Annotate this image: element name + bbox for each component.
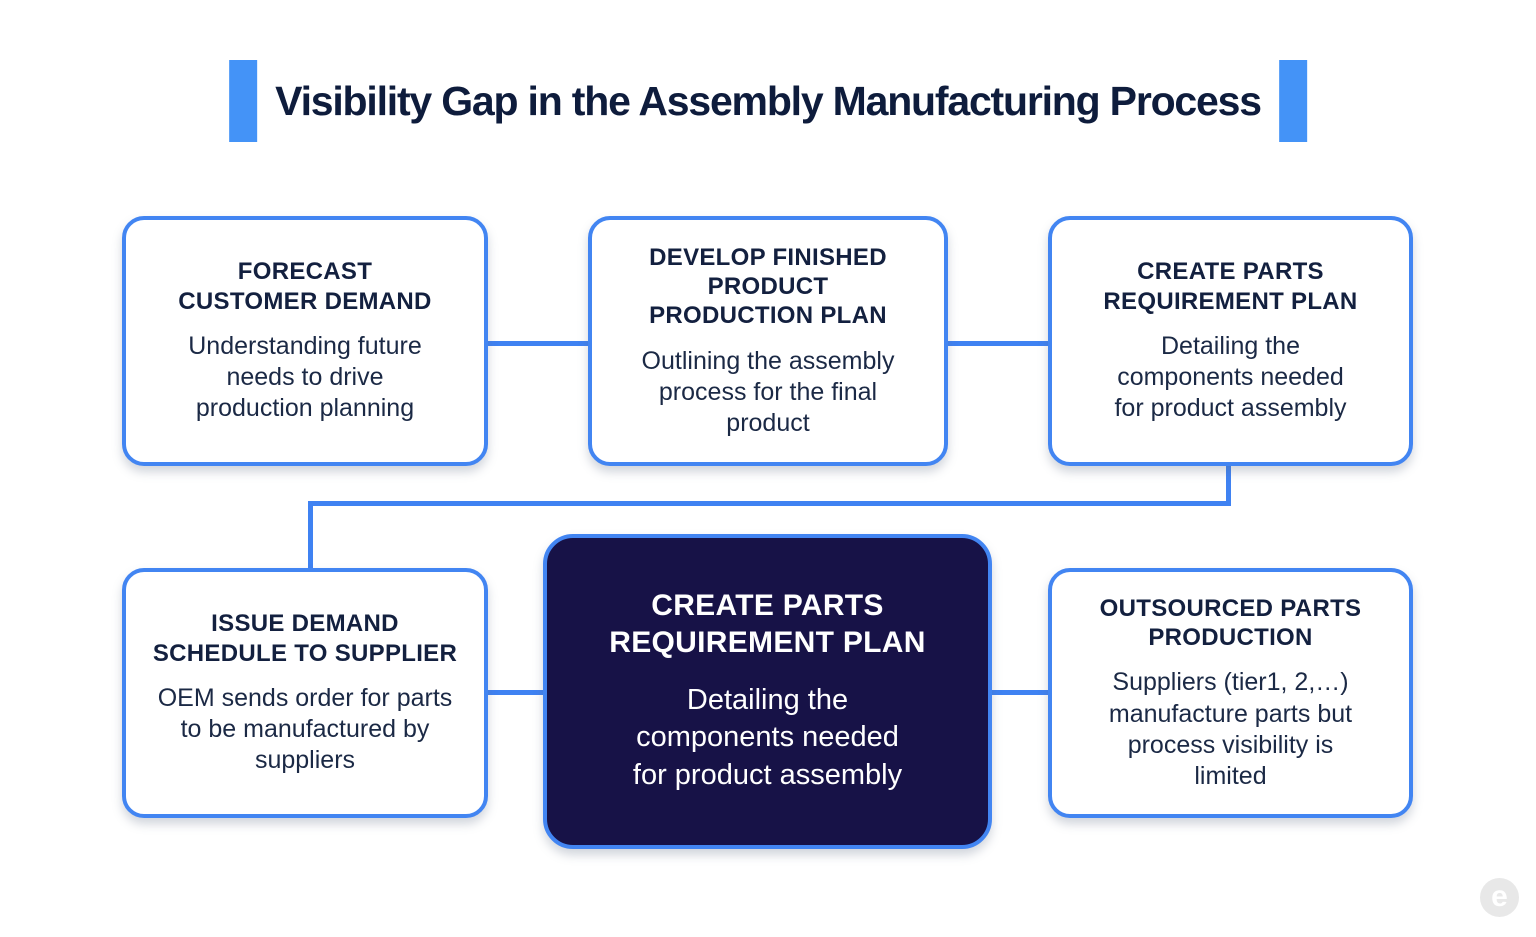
page-title: Visibility Gap in the Assembly Manufactu… [275,77,1262,124]
process-box-forecast-customer-demand: FORECAST CUSTOMER DEMAND Understanding f… [122,216,488,466]
process-box-create-parts-requirement-plan-highlighted: CREATE PARTS REQUIREMENT PLAN Detailing … [543,534,992,849]
watermark-letter: e [1491,879,1508,913]
process-box-create-parts-requirement-plan: CREATE PARTS REQUIREMENT PLAN Detailing … [1048,216,1413,466]
title-accent-bar-left-icon [229,60,258,142]
connector-elbow-into-issue-demand [308,501,313,568]
process-box-outsourced-parts-production: OUTSOURCED PARTS PRODUCTION Suppliers (t… [1048,568,1413,818]
box-body: Detailing the components needed for prod… [1114,331,1347,423]
box-body: Suppliers (tier1, 2,…) manufacture parts… [1108,668,1353,791]
process-box-issue-demand-schedule: ISSUE DEMAND SCHEDULE TO SUPPLIER OEM se… [122,568,488,818]
title-row: Visibility Gap in the Assembly Manufactu… [229,60,1307,142]
connector-issuedemand-to-highlight [486,690,547,695]
connector-elbow-horizontal-segment [308,501,1231,506]
connector-forecast-to-develop [486,341,590,346]
box-heading: DEVELOP FINISHED PRODUCT PRODUCTION PLAN [649,243,887,330]
connector-highlight-to-outsourced [988,690,1050,695]
box-body: Outlining the assembly process for the f… [641,346,895,438]
box-body: Detailing the components needed for prod… [632,683,903,791]
box-heading: OUTSOURCED PARTS PRODUCTION [1099,594,1362,651]
title-accent-bar-right-icon [1278,60,1307,142]
connector-develop-to-createparts [946,341,1050,346]
box-body: Understanding future needs to drive prod… [188,331,422,423]
box-body: OEM sends order for parts to be manufact… [157,683,453,775]
connector-elbow-down-segment [1226,466,1231,506]
box-heading: CREATE PARTS REQUIREMENT PLAN [1103,258,1358,315]
box-heading: FORECAST CUSTOMER DEMAND [178,258,432,315]
process-box-develop-production-plan: DEVELOP FINISHED PRODUCT PRODUCTION PLAN… [588,216,948,466]
box-heading: ISSUE DEMAND SCHEDULE TO SUPPLIER [152,610,458,667]
box-heading: CREATE PARTS REQUIREMENT PLAN [609,589,926,659]
watermark-logo-icon: e [1480,878,1519,917]
